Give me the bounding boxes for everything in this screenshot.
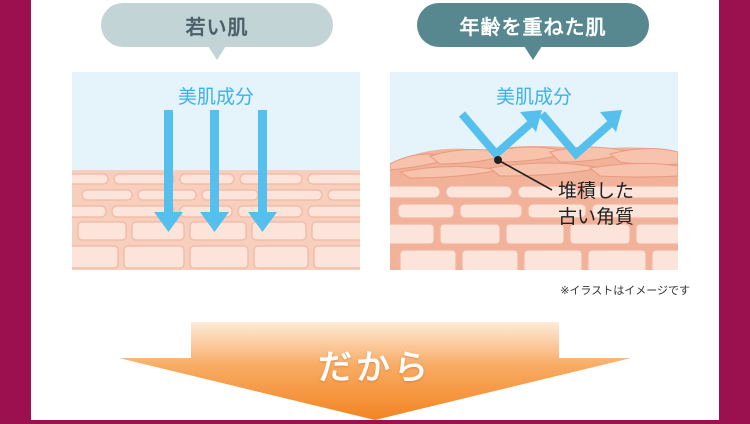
young-skin-label: 若い肌 xyxy=(101,3,333,47)
callout-line-1: 堆積した xyxy=(558,180,635,202)
penetration-arrows xyxy=(154,110,277,232)
aged-skin-title: 年齢を重ねた肌 xyxy=(459,14,607,39)
callout-text: 堆積した 古い角質 xyxy=(558,178,678,230)
illustration-disclaimer: ※イラストはイメージです xyxy=(560,284,690,297)
callout-line-2: 古い角質 xyxy=(558,206,635,228)
young-skin-illustration: 美肌成分 xyxy=(72,72,360,270)
bounce-arrows xyxy=(458,111,613,160)
young-skin-title: 若い肌 xyxy=(185,14,249,39)
content-page: 若い肌 年齢を重ねた肌 xyxy=(31,0,719,420)
aged-skin-illustration: 美肌成分 堆積した 古い角質 xyxy=(390,72,678,270)
aged-ingredient-label: 美肌成分 xyxy=(495,86,572,108)
aged-skin-label: 年齢を重ねた肌 xyxy=(417,3,649,47)
young-ingredient-label: 美肌成分 xyxy=(177,86,254,108)
conclusion-banner: だから xyxy=(119,322,631,420)
callout-leader xyxy=(494,156,553,191)
banner-text: だから xyxy=(318,348,432,388)
